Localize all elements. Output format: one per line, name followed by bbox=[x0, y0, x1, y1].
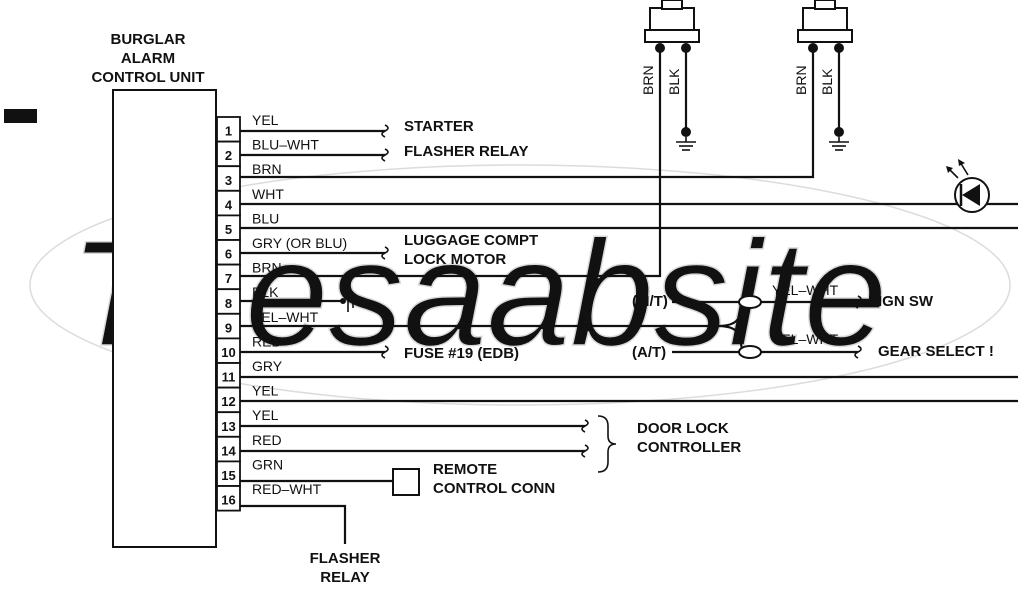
pin-wire-color-15: GRN bbox=[252, 456, 283, 472]
pin-wire-color-3: BRN bbox=[252, 161, 282, 177]
pin-wire-color-14: RED bbox=[252, 432, 282, 448]
splice-symbol-flasher bbox=[381, 148, 389, 162]
dest-gear-select: GEAR SELECT ! bbox=[878, 343, 994, 360]
dest-luggage-line-1: LUGGAGE COMPT bbox=[404, 232, 538, 249]
label-mt-wire: YEL–WHT bbox=[772, 282, 839, 298]
pin-wire-color-8: BLK bbox=[252, 284, 279, 300]
dest-ign-sw: IGN SW bbox=[878, 293, 934, 310]
dest-remote-line-1: REMOTE bbox=[433, 461, 497, 478]
switch-left bbox=[644, 0, 700, 151]
label-mt: (M/T) bbox=[632, 293, 668, 310]
wire-pin-9-at-branch bbox=[717, 324, 744, 351]
door-lock-brace bbox=[597, 415, 617, 473]
pin-number-4: 4 bbox=[225, 197, 233, 212]
pin-wire-color-9: YEL–WHT bbox=[252, 309, 319, 325]
pin-number-1: 1 bbox=[225, 124, 232, 139]
control-unit-title: BURGLAR ALARM CONTROL UNIT bbox=[91, 31, 204, 86]
dest-flasher-relay: FLASHER RELAY bbox=[404, 143, 528, 160]
ground-symbol-pin-8 bbox=[340, 290, 359, 312]
transmission-connectors bbox=[672, 295, 862, 359]
pin-number-12: 12 bbox=[221, 394, 235, 409]
pin-wire-color-7: BRN bbox=[252, 260, 282, 276]
control-unit-box bbox=[112, 89, 217, 548]
dest-luggage-line-2: LOCK MOTOR bbox=[404, 251, 506, 268]
dest-door-lock-line-1: DOOR LOCK bbox=[637, 420, 729, 437]
control-unit-title-line-1: BURGLAR bbox=[111, 31, 186, 48]
dest-door-lock-line-2: CONTROLLER bbox=[637, 439, 741, 456]
dest-remote-line-2: CONTROL CONN bbox=[433, 480, 555, 497]
splice-symbol-luggage bbox=[381, 246, 389, 260]
switch-right-wire-a: BRN bbox=[793, 65, 809, 95]
switch-left-wire-b: BLK bbox=[666, 68, 682, 95]
pin-wire-color-1: YEL bbox=[252, 112, 279, 128]
control-unit-title-line-2: ALARM bbox=[121, 50, 175, 67]
dest-flasher-bottom-line-1: FLASHER bbox=[310, 550, 381, 567]
pin-wire-color-2: BLU–WHT bbox=[252, 137, 319, 153]
dest-starter: STARTER bbox=[404, 118, 474, 135]
pin-number-9: 9 bbox=[225, 320, 232, 335]
switch-right bbox=[797, 0, 853, 151]
label-at: (A/T) bbox=[632, 344, 666, 361]
pin-number-11: 11 bbox=[222, 370, 236, 385]
pin-number-14: 14 bbox=[221, 443, 236, 458]
pin-number-5: 5 bbox=[225, 222, 232, 237]
control-unit-title-line-3: CONTROL UNIT bbox=[91, 69, 204, 86]
switch-left-wire-a: BRN bbox=[640, 65, 656, 95]
pin-wire-color-6: GRY (OR BLU) bbox=[252, 235, 347, 251]
pin-number-16: 16 bbox=[221, 493, 235, 508]
wire-pin-3 bbox=[240, 50, 815, 179]
pin-number-15: 15 bbox=[221, 468, 235, 483]
dest-flasher-bottom-line-2: RELAY bbox=[320, 569, 369, 586]
pin-number-2: 2 bbox=[225, 148, 232, 163]
led-icon bbox=[946, 159, 990, 213]
splice-symbol-fuse bbox=[381, 345, 389, 359]
remote-connector-box bbox=[392, 468, 420, 496]
dest-fuse: FUSE #19 (EDB) bbox=[404, 345, 519, 362]
pin-wire-color-11: GRY bbox=[252, 358, 283, 374]
pin-number-8: 8 bbox=[225, 296, 232, 311]
pin-wire-color-13: YEL bbox=[252, 407, 279, 423]
wire-pin-16 bbox=[240, 504, 347, 544]
label-at-wire: YEL–WHT bbox=[772, 331, 839, 347]
splice-symbol-door-2 bbox=[581, 444, 589, 458]
wires bbox=[240, 50, 1018, 544]
pin-number-13: 13 bbox=[221, 419, 235, 434]
page-marker bbox=[4, 109, 37, 123]
pin-wire-color-16: RED–WHT bbox=[252, 481, 322, 497]
switch-right-wire-b: BLK bbox=[819, 68, 835, 95]
pin-number-10: 10 bbox=[221, 345, 235, 360]
pin-wire-color-12: YEL bbox=[252, 383, 279, 399]
pin-wire-color-10: RED bbox=[252, 333, 282, 349]
wire-pin-7 bbox=[240, 50, 662, 278]
pin-number-3: 3 bbox=[225, 173, 232, 188]
splice-symbol-door-1 bbox=[581, 419, 589, 433]
pin-box-16 bbox=[216, 485, 241, 512]
pin-number-6: 6 bbox=[225, 247, 232, 262]
pin-wire-color-5: BLU bbox=[252, 210, 279, 226]
pin-number-7: 7 bbox=[225, 271, 232, 286]
pin-wire-color-4: WHT bbox=[252, 186, 284, 202]
splice-symbol-starter bbox=[381, 124, 389, 138]
